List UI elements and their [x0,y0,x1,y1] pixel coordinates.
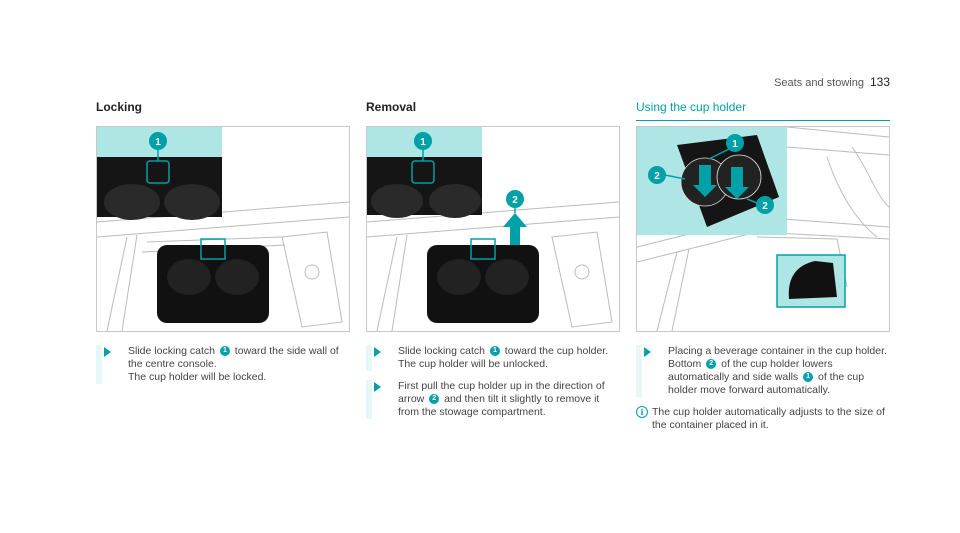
step-result: of the cup holder move forward automatic… [668,371,865,396]
callout-2 [756,196,774,214]
step: Placing a beverage container in the cup … [636,345,890,397]
callout-badge-2: 2 [706,359,717,370]
step-arrow-icon [644,347,651,357]
steps-removal: Slide locking catch 1 toward the cup hol… [366,345,620,428]
steps-using: Placing a beverage container in the cup … [636,345,890,432]
step-text: and then tilt it slightly to remove it f… [398,393,600,418]
callout-2 [506,190,524,208]
page-number: 133 [869,75,890,89]
step-result: of the cup holder lowers automatically a… [668,358,833,383]
callout-badge-2: 2 [429,394,440,405]
callout-label: 2 [654,171,660,182]
step-text: toward the side wall of the centre conso… [128,345,339,370]
info-text: The cup holder automatically adjusts to … [652,406,885,431]
callout-1 [414,132,432,150]
step-arrow-icon [374,347,381,357]
step-result: The cup holder will be unlocked. [398,358,549,370]
figure-removal: 2 1 [366,126,620,332]
step-result: Bottom [668,358,705,370]
callout-label: 1 [155,137,161,148]
callout-2 [648,166,666,184]
info-icon: i [636,406,648,418]
step-text: Placing a beverage container in the cup … [668,345,887,357]
info-note: i The cup holder automatically adjusts t… [636,406,890,432]
section-using: Using the cup holder 1 2 [636,100,890,431]
step-text: First pull the cup holder up in the dire… [398,380,605,405]
callout-badge-1: 1 [219,346,230,357]
callout-label: 2 [512,195,518,206]
step: Slide locking catch 1 toward the cup hol… [366,345,620,371]
callout-label: 2 [762,201,768,212]
step-arrow-icon [104,347,111,357]
callout-label: 1 [732,139,738,150]
callout-label: 1 [420,137,426,148]
step-text: Slide locking catch [398,345,488,357]
step-result: The cup holder will be locked. [128,371,267,383]
section-locking: Locking 1 Sl [96,100,350,384]
callout-badge-1: 1 [489,346,500,357]
running-header: Seats and stowing 133 [774,75,890,89]
step: Slide locking catch 1 toward the side wa… [96,345,350,384]
figure-using: 1 2 2 [636,126,890,332]
section-removal: Removal 2 1 [366,100,620,419]
callout-1 [149,132,167,150]
figure-locking: 1 [96,126,350,332]
step-arrow-icon [374,382,381,392]
section-title-using: Using the cup holder [636,100,890,121]
section-name: Seats and stowing [774,77,864,89]
callout-1 [726,134,744,152]
step-text: toward the cup holder. [501,345,609,357]
steps-locking: Slide locking catch 1 toward the side wa… [96,345,350,393]
section-title-removal: Removal [366,100,417,114]
section-title-locking: Locking [96,100,143,114]
step-text: Slide locking catch [128,345,218,357]
step: First pull the cup holder up in the dire… [366,380,620,419]
callout-badge-1: 1 [803,372,814,383]
